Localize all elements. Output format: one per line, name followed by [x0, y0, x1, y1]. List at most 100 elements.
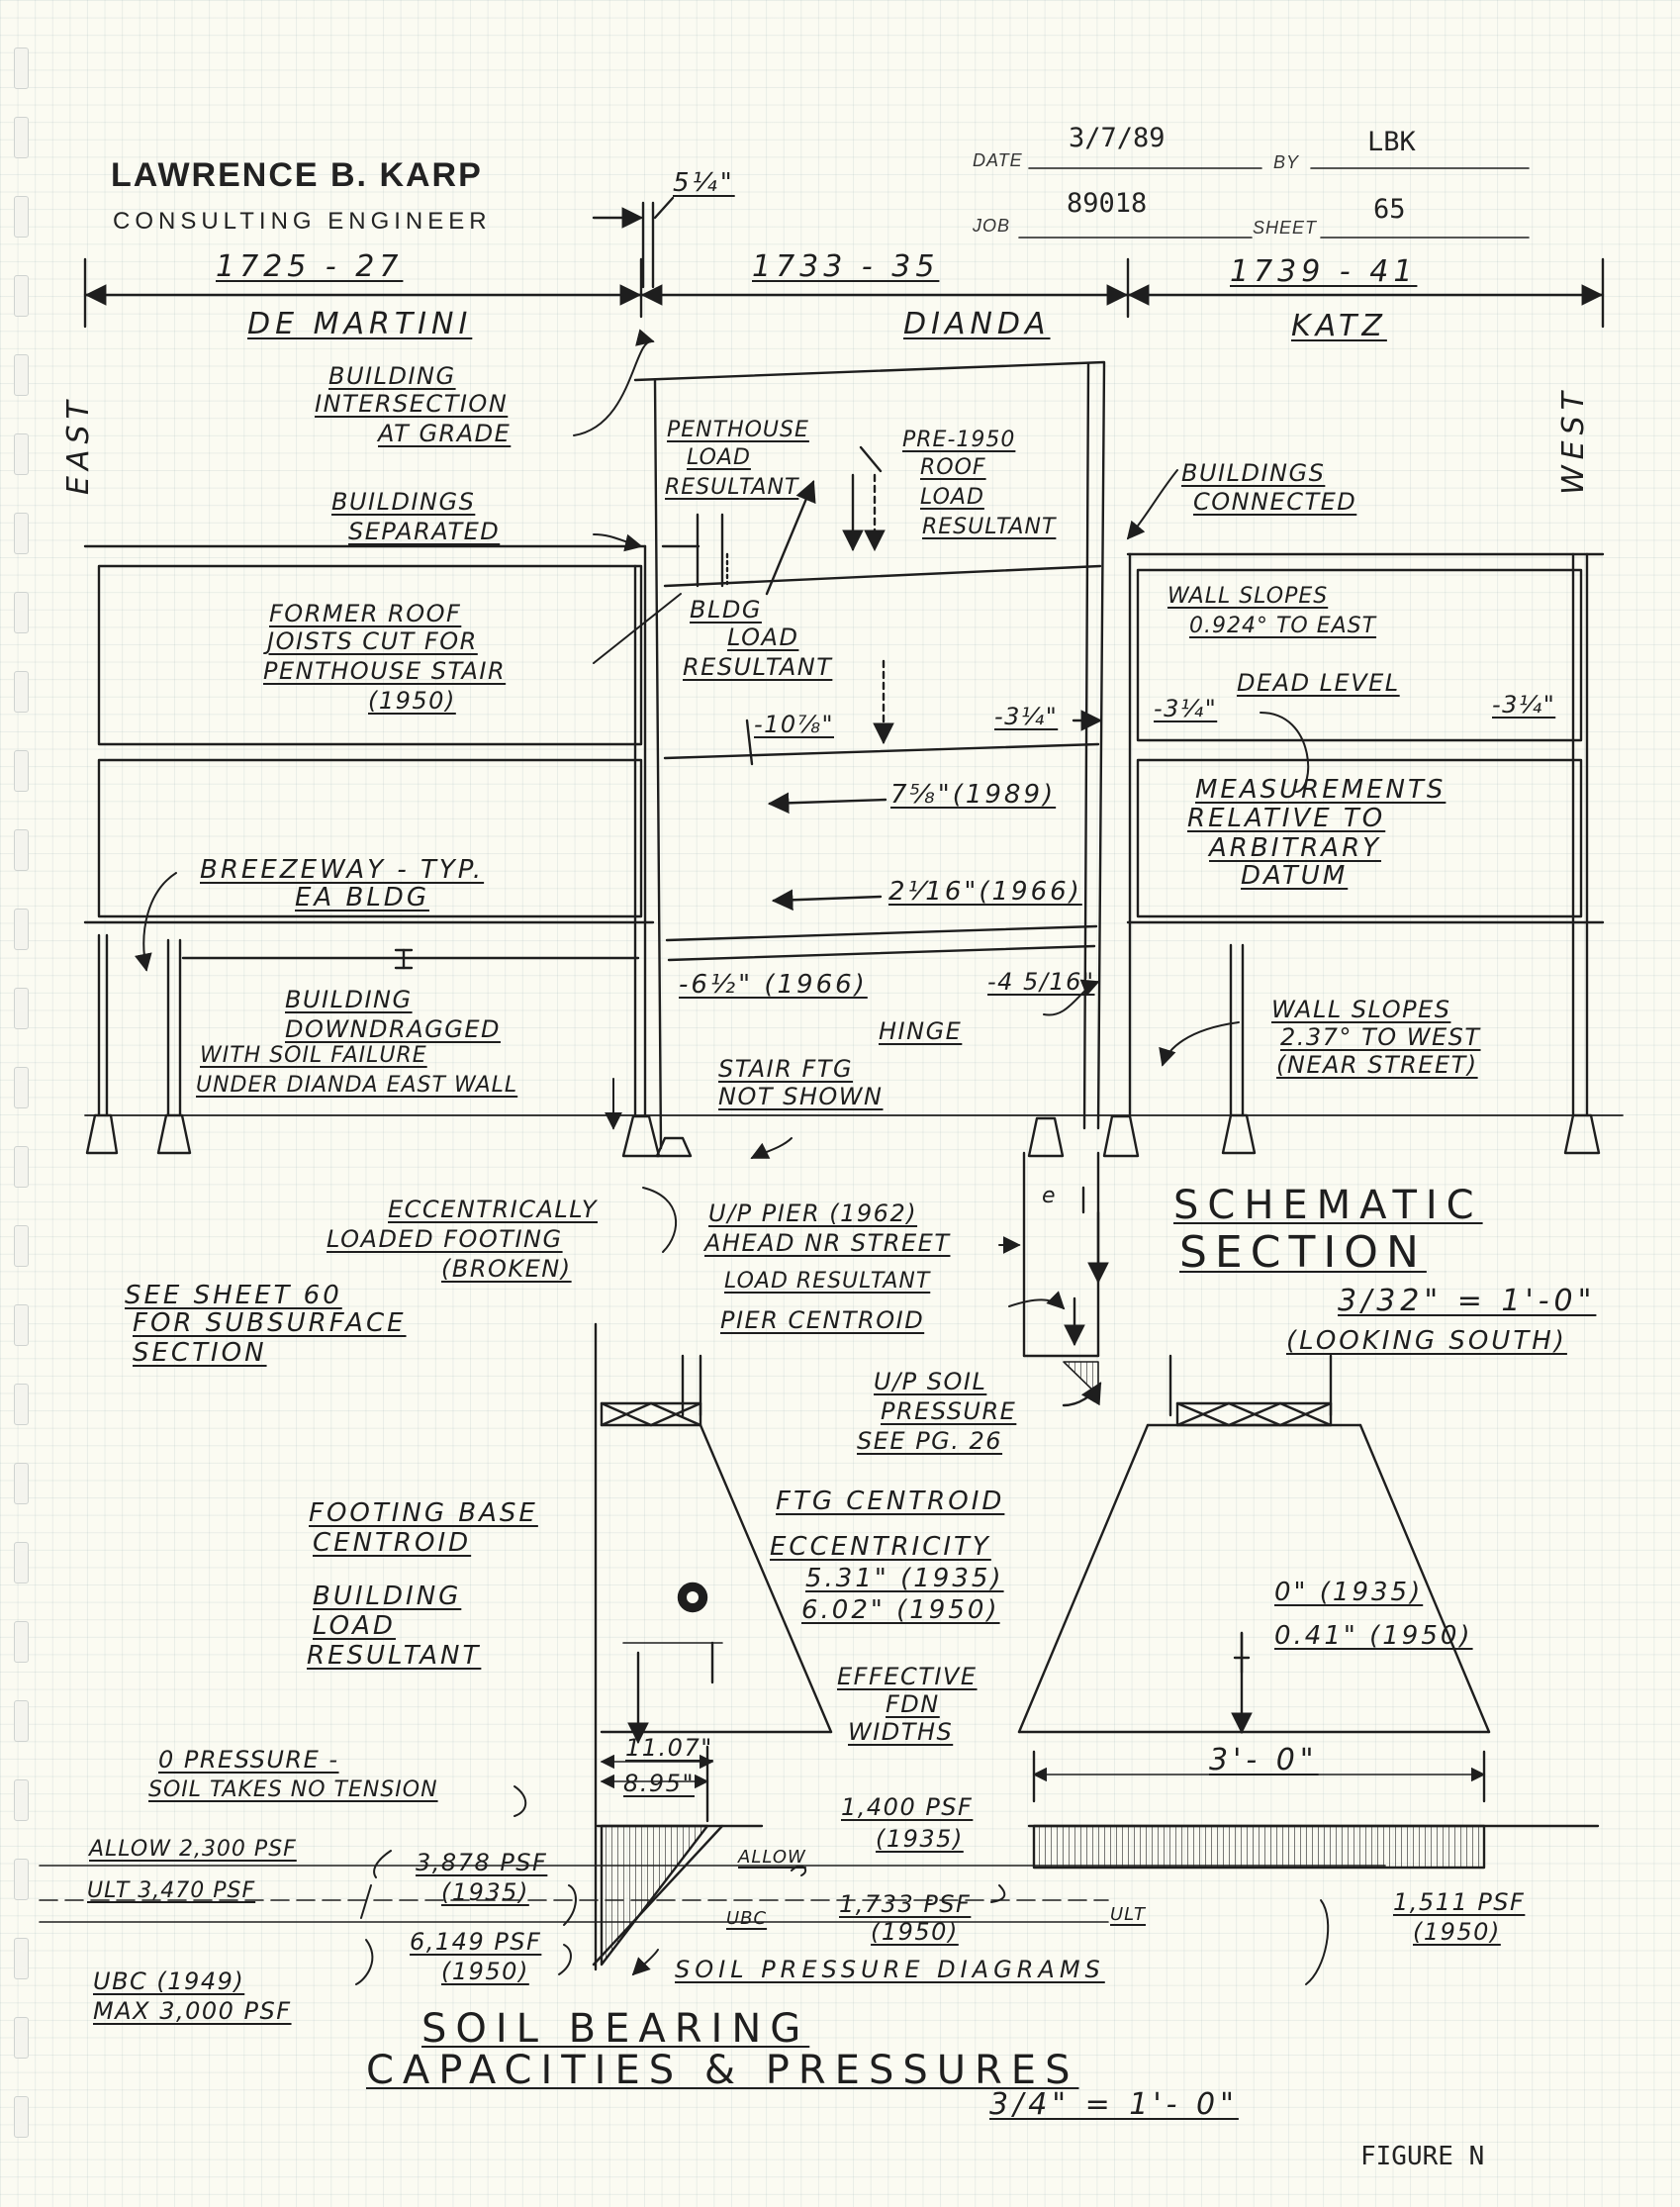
note-intersection-1: BUILDING	[328, 362, 456, 390]
note-wall-slopes-west-1: WALL SLOPES	[1271, 996, 1451, 1023]
binder-hole	[14, 750, 29, 792]
binder-hole	[14, 1384, 29, 1425]
pressure-1400-year: (1935)	[876, 1825, 964, 1853]
note-downdragged-2: DOWNDRAGGED	[285, 1015, 501, 1043]
footing-title-2: CAPACITIES & PRESSURES	[366, 2048, 1079, 2093]
load-arrows	[765, 445, 894, 745]
note-see-sheet-2: FOR SUBSURFACE	[133, 1308, 407, 1338]
note-bldg-load-1: BLDG	[690, 596, 762, 624]
sheet-value: 65	[1373, 194, 1406, 225]
dim-1966: 2⅟16"(1966)	[888, 877, 1082, 907]
width-1107: 11.07"	[625, 1734, 713, 1762]
note-pre1950-2: ROOF	[920, 455, 986, 480]
pressure-6149: 6,149 PSF	[410, 1928, 542, 1956]
owner-left: DE MARTINI	[247, 307, 473, 341]
note-wall-slopes-west-3: (NEAR STREET)	[1276, 1051, 1478, 1079]
note-downdragged-3: WITH SOIL FAILURE	[200, 1043, 427, 1068]
binder-hole	[14, 1859, 29, 1900]
note-bldg-load-3: RESULTANT	[683, 653, 833, 681]
allow-short-label: ALLOW	[738, 1847, 806, 1868]
pressure-1511: 1,511 PSF	[1393, 1888, 1526, 1916]
note-up-soil-1: U/P SOIL	[874, 1368, 987, 1395]
note-up-pier-3: LOAD RESULTANT	[724, 1269, 931, 1294]
dim-4-5-16: -4 5/16"	[987, 968, 1095, 996]
pressure-diagrams-label: SOIL PRESSURE DIAGRAMS	[675, 1956, 1105, 1983]
note-connected-1: BUILDINGS	[1181, 459, 1326, 487]
floor-lines	[83, 544, 1624, 1116]
binder-hole	[14, 1700, 29, 1742]
section-looking: (LOOKING SOUTH)	[1286, 1326, 1567, 1356]
note-penthouse-2: LOAD	[687, 445, 751, 470]
ult-capacity: ULT 3,470 PSF	[87, 1878, 256, 1903]
dim-10-7-8: -10⅞"	[754, 711, 834, 738]
pressure-6149-year: (1950)	[441, 1958, 529, 1985]
note-pre1950-4: RESULTANT	[922, 515, 1057, 539]
pressure-1733: 1,733 PSF	[839, 1890, 972, 1918]
note-former-roof-2: JOISTS CUT FOR	[267, 627, 478, 655]
note-zero-pressure-1: 0 PRESSURE -	[158, 1746, 339, 1774]
east-label: EAST	[61, 395, 96, 495]
note-breezeway-1: BREEZEWAY - TYP.	[200, 855, 485, 885]
note-breezeway-2: EA BLDG	[295, 883, 429, 912]
binder-hole	[14, 1779, 29, 1821]
lot-number-center: 1733 - 35	[752, 249, 940, 284]
header-rules	[1018, 167, 1530, 239]
note-stair-ftg-2: NOT SHOWN	[718, 1083, 884, 1110]
binder-hole	[14, 1304, 29, 1346]
note-eccentric-1: ECCENTRICALLY	[388, 1196, 598, 1223]
note-up-pier-4: PIER CENTROID	[720, 1306, 925, 1334]
binder-hole	[14, 1938, 29, 1979]
lot-number-left: 1725 - 27	[216, 249, 404, 284]
note-see-sheet-1: SEE SHEET 60	[125, 1281, 342, 1310]
pressure-3878: 3,878 PSF	[416, 1849, 548, 1876]
note-intersection-3: AT GRADE	[378, 420, 512, 447]
pressure-1400: 1,400 PSF	[841, 1793, 974, 1821]
section-title: SCHEMATIC	[1173, 1183, 1483, 1228]
binder-hole	[14, 988, 29, 1029]
binder-hole	[14, 354, 29, 396]
left-footing	[592, 1322, 833, 1971]
firm-name: LAWRENCE B. KARP	[111, 156, 483, 194]
note-ftg-centroid: FTG CENTROID	[776, 1487, 1005, 1516]
note-measurements-4: DATUM	[1241, 861, 1349, 891]
note-pre1950-3: LOAD	[920, 485, 984, 510]
dim-center: -3¼"	[994, 703, 1059, 730]
binder-hole	[14, 829, 29, 871]
pressure-1733-year: (1950)	[871, 1918, 959, 1946]
binder-hole	[14, 1621, 29, 1663]
gap-dimension: 5¼"	[673, 168, 735, 198]
footing-title-1: SOIL BEARING	[421, 2006, 810, 2052]
dim-1989: 7⅝"(1989)	[890, 780, 1057, 810]
note-downdragged-1: BUILDING	[285, 986, 413, 1013]
eccentricity-e-label: e	[1042, 1184, 1057, 1208]
note-stair-ftg-1: STAIR FTG	[718, 1055, 854, 1083]
building-katz	[1128, 552, 1601, 1155]
ubc-short-label: UBC	[726, 1908, 768, 1929]
note-effective-3: WIDTHS	[848, 1718, 954, 1746]
binder-hole	[14, 909, 29, 950]
note-separated-2: SEPARATED	[348, 518, 501, 545]
note-zero-pressure-2: SOIL TAKES NO TENSION	[148, 1777, 438, 1802]
note-connected-2: CONNECTED	[1193, 488, 1357, 516]
building-dianda	[633, 360, 1140, 1158]
note-up-soil-2: PRESSURE	[881, 1397, 1017, 1425]
by-label: BY	[1273, 152, 1300, 172]
note-wall-slopes-west-2: 2.37° TO WEST	[1280, 1023, 1481, 1051]
by-value: LBK	[1367, 127, 1416, 157]
note-eccentricity-3: 6.02" (1950)	[801, 1595, 1000, 1625]
note-measurements-3: ARBITRARY	[1209, 833, 1382, 863]
owner-right: KATZ	[1291, 309, 1387, 343]
note-former-roof-4: (1950)	[368, 687, 456, 715]
building-de-martini	[85, 544, 661, 1158]
firm-title: CONSULTING ENGINEER	[113, 208, 492, 235]
job-label: JOB	[973, 216, 1011, 236]
note-intersection-2: INTERSECTION	[315, 390, 509, 418]
sheet-label: SHEET	[1253, 218, 1318, 238]
capacity-levels	[39, 1865, 1386, 1923]
settlement-arrows	[745, 710, 1103, 912]
binder-hole	[14, 1463, 29, 1504]
ubc-capacity-1: UBC (1949)	[93, 1967, 245, 1995]
binder-hole	[14, 275, 29, 317]
